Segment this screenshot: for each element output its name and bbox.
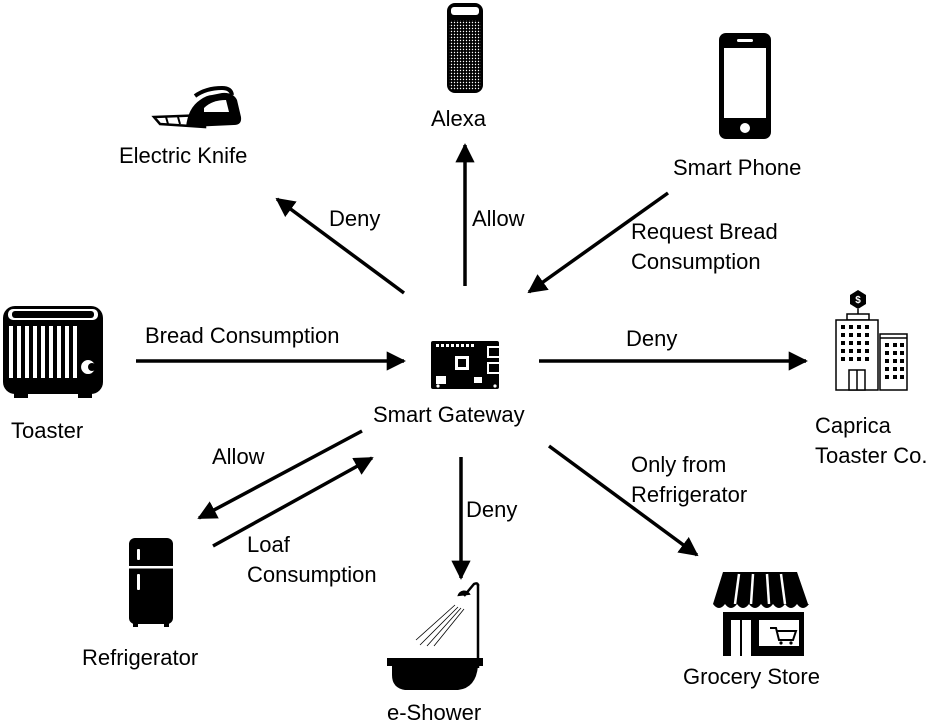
storefront-icon bbox=[713, 572, 809, 656]
node-label-electric-knife: Electric Knife bbox=[119, 143, 248, 168]
refrigerator-icon bbox=[129, 538, 173, 627]
edge-label-grocery: Only from Refrigerator bbox=[631, 452, 748, 507]
edge-arrow-fridge-loaf bbox=[212, 456, 374, 548]
edge-label-alexa: Allow bbox=[472, 206, 525, 231]
node-label-smart-gateway: Smart Gateway bbox=[373, 402, 525, 427]
edge-label-fridge-allow: Allow bbox=[212, 444, 265, 469]
node-label-e-shower: e-Shower bbox=[387, 700, 482, 723]
office-building-icon: $ bbox=[835, 290, 908, 391]
edge-arrow-phone bbox=[527, 191, 670, 294]
edge-label-knife: Deny bbox=[329, 206, 381, 231]
smartphone-icon bbox=[719, 33, 771, 139]
edge-label-phone: Request Bread Consumption bbox=[631, 219, 778, 274]
node-label-refrigerator: Refrigerator bbox=[82, 645, 199, 670]
node-label-toaster: Toaster bbox=[11, 418, 84, 443]
edge-label-caprica: Deny bbox=[626, 326, 678, 351]
shower-icon bbox=[387, 582, 483, 690]
node-label-smart-phone: Smart Phone bbox=[673, 155, 802, 180]
node-label-grocery-store: Grocery Store bbox=[683, 664, 820, 689]
edge-label-fridge-loaf: Loaf Consumption bbox=[247, 532, 377, 587]
electric-knife-icon bbox=[151, 85, 242, 129]
toaster-icon bbox=[3, 306, 103, 398]
edge-arrow-knife bbox=[275, 197, 406, 295]
edge-arrow-grocery bbox=[547, 444, 699, 557]
smart-speaker-icon bbox=[447, 3, 483, 93]
edge-label-toaster: Bread Consumption bbox=[145, 323, 340, 348]
edge-label-shower: Deny bbox=[466, 497, 518, 522]
circuit-board-icon bbox=[431, 341, 501, 389]
svg-text:$: $ bbox=[855, 295, 861, 306]
node-label-alexa: Alexa bbox=[431, 106, 487, 131]
node-label-caprica-toaster-co: Caprica Toaster Co. bbox=[815, 413, 928, 468]
edge-arrow-fridge-allow bbox=[197, 429, 363, 520]
